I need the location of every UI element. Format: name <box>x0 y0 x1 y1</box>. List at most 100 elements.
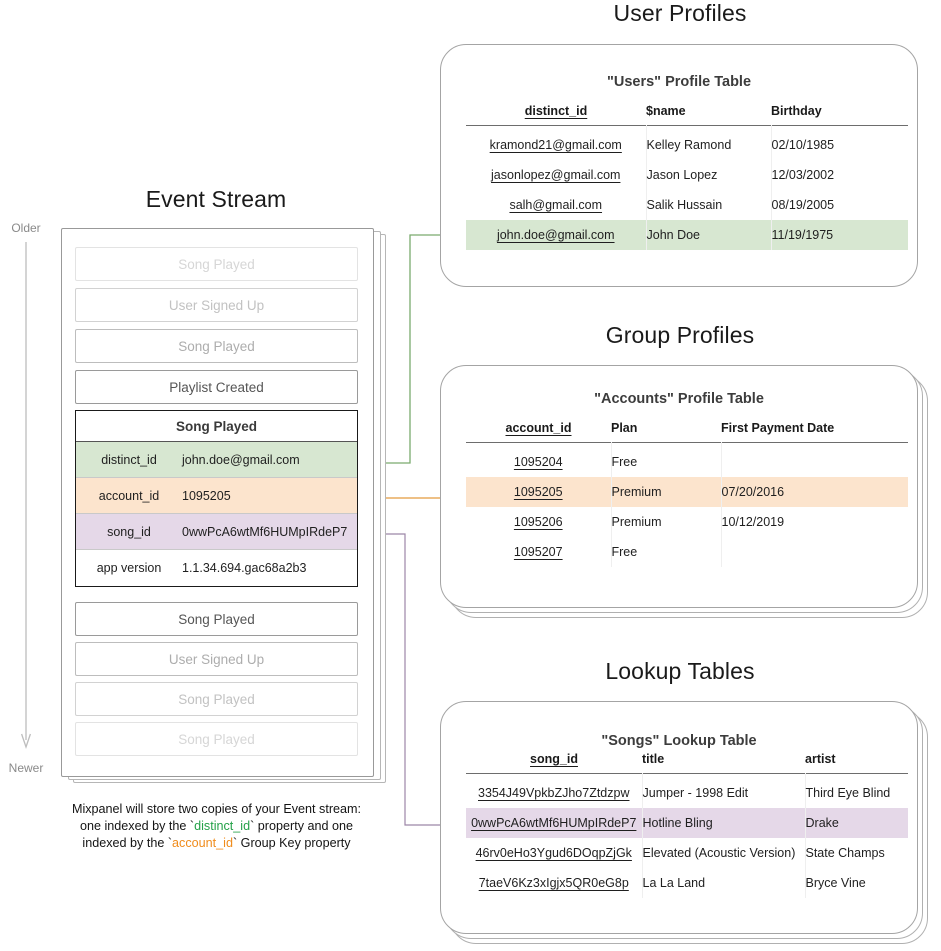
lookup-tables-title: Lookup Tables <box>605 658 755 684</box>
column-header-birthday: Birthday <box>771 104 822 118</box>
event-item[interactable]: Song Played <box>75 682 358 716</box>
caption-line-1: Mixpanel will store two copies of your E… <box>71 802 362 816</box>
caption-line-3b: ` Group Key property <box>232 836 351 850</box>
event-property-row: song_id 0wwPcA6wtMf6HUMpIRdeP7 <box>76 514 357 550</box>
cell-name: John Doe <box>646 220 772 250</box>
cell-account-id: 1095207 <box>466 537 612 567</box>
event-item[interactable]: Song Played <box>75 329 358 363</box>
event-property-value: 0wwPcA6wtMf6HUMpIRdeP7 <box>182 524 348 539</box>
column-header-title: title <box>642 752 665 766</box>
table-header-row: distinct_id $name Birthday <box>466 104 908 126</box>
cell-birthday: 11/19/1975 <box>771 228 834 242</box>
cell-plan: Free <box>611 537 722 567</box>
event-item[interactable]: Song Played <box>75 247 358 281</box>
column-header-first-payment-date: First Payment Date <box>721 421 835 435</box>
cell-name: Jason Lopez <box>646 160 772 190</box>
selected-event-name: Song Played <box>76 411 357 442</box>
cell-birthday: 08/19/2005 <box>771 198 835 212</box>
column-header-song-id: song_id <box>530 752 578 766</box>
caption-line-3a: indexed by the ` <box>82 836 173 850</box>
cell-plan: Free <box>611 442 722 477</box>
cell-song-id: 7taeV6Kz3xIgjx5QR0eG8p <box>466 868 643 898</box>
cell-account-id: 1095204 <box>466 442 612 477</box>
users-table: distinct_id $name Birthday kramond21@gma… <box>466 104 908 250</box>
cell-title: La La Land <box>642 868 806 898</box>
event-stream-caption: Mixpanel will store two copies of your E… <box>44 801 389 852</box>
timeline-older-label: Older <box>11 221 41 235</box>
table-row[interactable]: 1095207 Free <box>466 537 908 567</box>
cell-artist: Third Eye Blind <box>805 786 891 800</box>
event-property-key: song_id <box>107 524 151 539</box>
cell-song-id: 0wwPcA6wtMf6HUMpIRdeP7 <box>466 808 643 838</box>
cell-title: Elevated (Acoustic Version) <box>642 838 806 868</box>
table-row-highlighted[interactable]: john.doe@gmail.com John Doe 11/19/1975 <box>466 220 908 250</box>
accounts-panel-title: "Accounts" Profile Table <box>594 391 764 407</box>
event-property-key: distinct_id <box>101 452 157 467</box>
column-header-name: $name <box>646 104 686 118</box>
cell-title: Jumper - 1998 Edit <box>642 773 806 808</box>
event-property-value: john.doe@gmail.com <box>182 452 300 467</box>
event-stream-container: Song Played User Signed Up Song Played P… <box>61 228 374 777</box>
cell-distinct-id: kramond21@gmail.com <box>466 125 647 160</box>
caption-line-2b: ` property and one <box>250 819 354 833</box>
table-row[interactable]: salh@gmail.com Salik Hussain 08/19/2005 <box>466 190 908 220</box>
users-panel-title: "Users" Profile Table <box>606 74 752 90</box>
table-header-row: account_id Plan First Payment Date <box>466 421 908 443</box>
cell-account-id: 1095205 <box>466 477 612 507</box>
table-row[interactable]: 3354J49VpkbZJho7Ztdzpw Jumper - 1998 Edi… <box>466 773 908 808</box>
event-property-key: account_id <box>98 488 160 503</box>
event-item[interactable]: Song Played <box>75 722 358 756</box>
cell-birthday: 12/03/2002 <box>771 168 835 182</box>
caption-token-distinct-id: distinct_id <box>194 819 251 833</box>
cell-name: Kelley Ramond <box>646 125 772 160</box>
table-row[interactable]: 7taeV6Kz3xIgjx5QR0eG8p La La Land Bryce … <box>466 868 908 898</box>
cell-distinct-id: salh@gmail.com <box>466 190 647 220</box>
caption-token-account-id: account_id <box>172 836 233 850</box>
cell-birthday: 02/10/1985 <box>771 138 835 152</box>
user-profiles-title: User Profiles <box>613 0 747 26</box>
caption-line-2a: one indexed by the ` <box>79 819 195 833</box>
event-property-row: account_id 1095205 <box>76 478 357 514</box>
cell-distinct-id: jasonlopez@gmail.com <box>466 160 647 190</box>
event-item[interactable]: User Signed Up <box>75 288 358 322</box>
event-property-row: app version 1.1.34.694.gac68a2b3 <box>76 550 357 586</box>
cell-song-id: 46rv0eHo3Ygud6DOqpZjGk <box>466 838 643 868</box>
event-item[interactable]: User Signed Up <box>75 642 358 676</box>
timeline-arrow-icon <box>20 242 32 750</box>
event-property-row: distinct_id john.doe@gmail.com <box>76 442 357 478</box>
cell-account-id: 1095206 <box>466 507 612 537</box>
table-row[interactable]: kramond21@gmail.com Kelley Ramond 02/10/… <box>466 125 908 160</box>
event-stream-title: Event Stream <box>145 186 287 212</box>
table-row[interactable]: 1095206 Premium 10/12/2019 <box>466 507 908 537</box>
cell-first-payment-date: 10/12/2019 <box>721 515 785 529</box>
cell-plan: Premium <box>611 477 722 507</box>
cell-artist: State Champs <box>805 846 885 860</box>
table-row-highlighted[interactable]: 1095205 Premium 07/20/2016 <box>466 477 908 507</box>
event-property-key: app version <box>96 561 162 575</box>
table-row[interactable]: 1095204 Free <box>466 442 908 478</box>
cell-song-id: 3354J49VpkbZJho7Ztdzpw <box>466 773 643 808</box>
timeline-newer-label: Newer <box>8 761 44 775</box>
table-row[interactable]: jasonlopez@gmail.com Jason Lopez 12/03/2… <box>466 160 908 190</box>
cell-first-payment-date: 07/20/2016 <box>721 485 785 499</box>
songs-panel-title: "Songs" Lookup Table <box>601 733 757 749</box>
event-property-value: 1.1.34.694.gac68a2b3 <box>182 561 307 575</box>
event-item[interactable]: Playlist Created <box>75 370 358 404</box>
cell-plan: Premium <box>611 507 722 537</box>
cell-artist: Bryce Vine <box>805 876 866 890</box>
column-header-account-id: account_id <box>505 421 572 435</box>
table-header-row: song_id title artist <box>466 752 908 774</box>
event-property-value: 1095205 <box>182 488 231 503</box>
column-header-artist: artist <box>805 752 836 766</box>
cell-first-payment-date <box>721 443 908 478</box>
cell-title: Hotline Bling <box>642 808 806 838</box>
group-profiles-title: Group Profiles <box>605 322 755 348</box>
selected-event-card[interactable]: Song Played distinct_id john.doe@gmail.c… <box>75 410 358 587</box>
column-header-distinct-id: distinct_id <box>524 104 588 118</box>
cell-distinct-id: john.doe@gmail.com <box>466 220 647 250</box>
cell-first-payment-date <box>721 537 908 567</box>
table-row-highlighted[interactable]: 0wwPcA6wtMf6HUMpIRdeP7 Hotline Bling Dra… <box>466 808 908 838</box>
table-row[interactable]: 46rv0eHo3Ygud6DOqpZjGk Elevated (Acousti… <box>466 838 908 868</box>
event-item[interactable]: Song Played <box>75 602 358 636</box>
songs-table: song_id title artist 3354J49VpkbZJho7Ztd… <box>466 752 908 898</box>
